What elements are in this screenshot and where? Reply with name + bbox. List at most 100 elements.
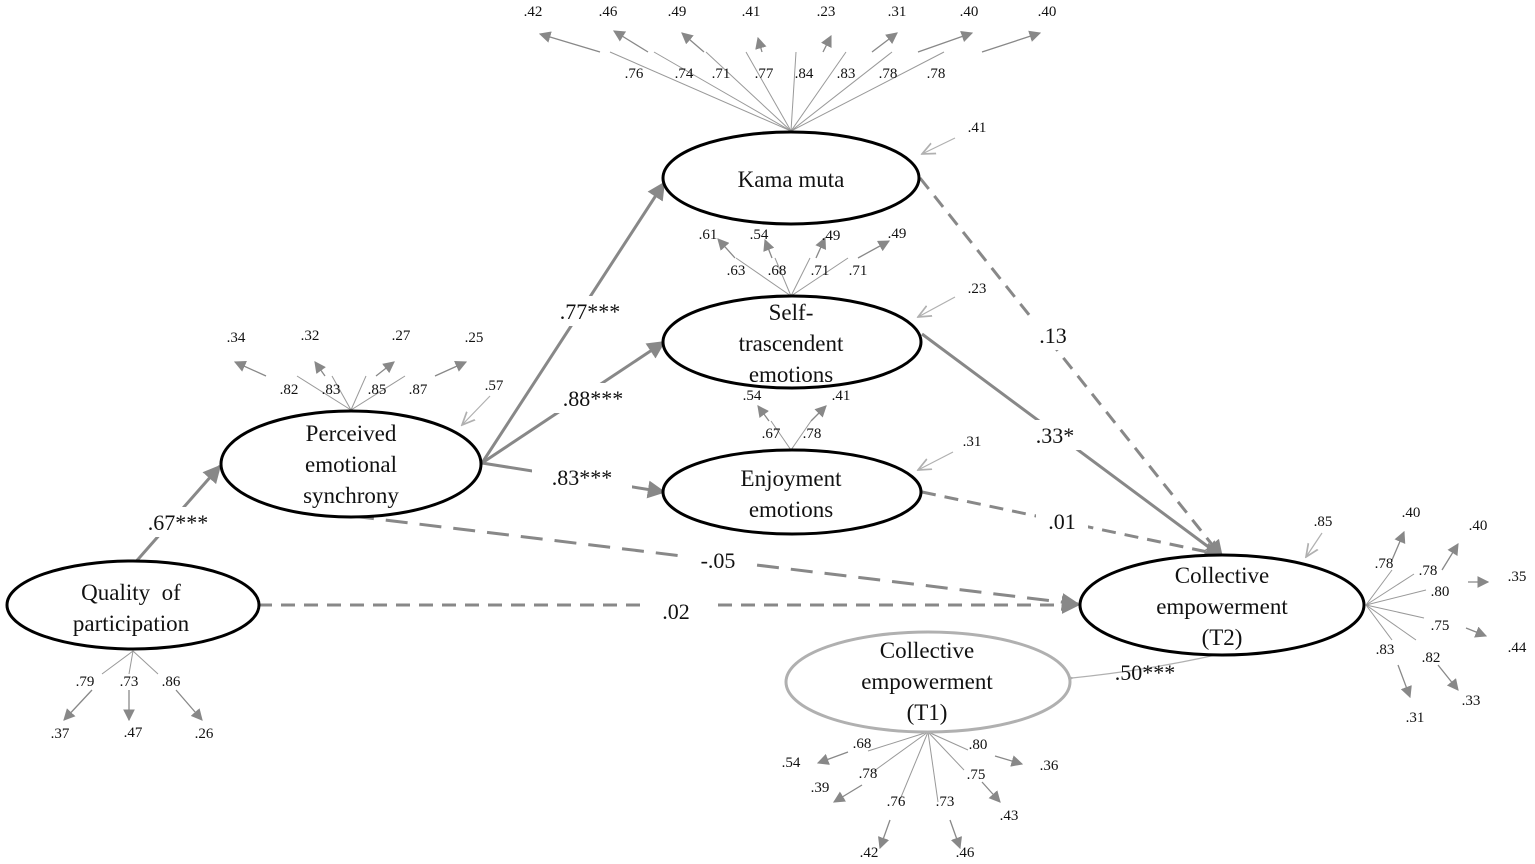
node-label-enjoy-1: Enjoyment [741,466,843,491]
error-label-empowerment_t1: .39 [811,780,830,796]
error-arrow-empowerment_t1 [994,755,1024,767]
node-label-self-2: trascendent [739,331,844,356]
indicator-line-kama_muta [790,51,945,132]
indicator-line-empowerment_t1 [898,731,929,803]
indicator-line-empowerment_t2 [1365,604,1393,641]
error-label-self_transcendent: .49 [822,228,841,244]
residual-self-transcendent: .23 [968,281,987,297]
residual-perceived-synchrony: .57 [485,378,504,394]
indicator-line-kama_muta [653,51,792,132]
error-label-empowerment_t2: .44 [1508,640,1527,656]
error-label-empowerment_t2: .31 [1406,710,1425,726]
error-arrow-perceived_synchrony [233,361,267,377]
latent-empowerment-t2 [1078,553,1366,657]
residual-enjoyment: .31 [963,434,982,450]
label-quality-to-perceived: .67*** [148,510,209,535]
error-label-quality_participation: .37 [51,726,70,742]
error-arrow-kama_muta [613,30,649,53]
loading-label-kama_muta: .84 [795,66,814,82]
residual-arrow-self [918,296,956,317]
indicator-line-perceived_synchrony [350,375,367,411]
error-arrow-quality_participation [175,689,203,721]
node-label-perceived-3: synchrony [303,483,399,508]
error-arrow-self_transcendent [815,236,827,259]
loading-label-kama_muta: .76 [625,66,644,82]
error-arrow-empowerment_t1 [981,781,1001,803]
label-perceived-to-self: .88*** [563,386,624,411]
node-label-kama-1: Kama muta [738,167,845,192]
loading-label-empowerment_t1: .75 [967,767,986,783]
indicator-line-empowerment_t2 [1365,604,1417,641]
error-label-kama_muta: .40 [960,4,979,20]
error-arrow-kama_muta [871,32,898,53]
error-label-kama_muta: .40 [1038,4,1057,20]
path-enjoy-to-emp2 [921,490,1224,561]
residuals: .41 .23 .31 .57 .85 [462,120,1332,557]
loading-label-perceived_synchrony: .85 [368,382,387,398]
node-label-perceived-2: emotional [305,452,397,477]
path-labels: .67*** .77*** .88*** .83*** .13 .33* .01… [148,299,1176,685]
node-label-self-3: emotions [749,362,833,387]
loading-label-kama_muta: .83 [837,66,856,82]
error-label-empowerment_t1: .36 [1040,758,1059,774]
error-arrow-empowerment_t1 [949,819,962,850]
loading-label-self_transcendent: .71 [849,263,868,279]
node-label-emp1-3: (T1) [907,700,948,725]
residual-kama-muta: .41 [968,120,987,136]
node-label-quality-1: Quality of [81,580,181,605]
indicator-line-perceived_synchrony [331,375,352,411]
indicator-line-empowerment_t2 [1365,604,1425,619]
error-label-kama_muta: .31 [888,4,907,20]
label-quality-to-emp2: .02 [662,599,690,624]
loading-label-kama_muta: .77 [755,66,774,82]
path-perceived-to-emp2 [351,514,1080,611]
loading-label-empowerment_t2: .80 [1431,584,1450,600]
residual-empowerment-t2: .85 [1314,514,1333,530]
error-arrow-perceived_synchrony [314,361,326,377]
indicator-line-kama_muta [609,51,792,132]
node-label-quality-2: participation [73,611,190,636]
error-label-self_transcendent: .61 [699,227,718,243]
error-label-quality_participation: .26 [195,726,214,742]
error-label-empowerment_t2: .33 [1462,693,1481,709]
error-label-self_transcendent: .54 [750,227,769,243]
indicator-line-empowerment_t1 [867,731,929,752]
loading-label-empowerment_t1: .76 [887,794,906,810]
indicator-fans: .76.74.71.77.84.83.78.78.42.46.49.41.23.… [51,4,1527,861]
indicator-line-empowerment_t2 [1365,573,1415,606]
error-arrow-kama_muta [821,34,832,53]
indicator-line-quality_participation [128,650,134,675]
error-label-perceived_synchrony: .27 [392,328,411,344]
loading-label-quality_participation: .73 [120,674,139,690]
loading-label-empowerment_t2: .78 [1375,556,1394,572]
error-arrow-empowerment_t2 [1441,543,1459,571]
loading-label-empowerment_t2: .78 [1419,563,1438,579]
error-label-empowerment_t2: .35 [1508,569,1527,585]
indicator-line-empowerment_t1 [927,731,969,751]
error-arrow-kama_muta [681,32,705,53]
node-label-emp2-1: Collective [1175,563,1270,588]
latent-enjoyment [661,448,923,536]
loading-label-kama_muta: .74 [675,66,694,82]
error-label-kama_muta: .46 [599,4,618,20]
indicator-line-self_transcendent [790,257,849,297]
error-label-enjoyment: .54 [743,388,762,404]
path-label-masks [130,296,1088,626]
error-arrow-enjoyment [810,405,827,422]
error-arrow-empowerment_t2 [1465,626,1488,638]
error-label-perceived_synchrony: .25 [465,330,484,346]
error-label-enjoyment: .41 [832,388,851,404]
error-arrow-empowerment_t1 [832,784,863,803]
error-arrow-empowerment_t1 [878,819,891,850]
indicator-line-self_transcendent [774,257,792,297]
error-arrow-self_transcendent [763,238,775,259]
label-enjoy-to-emp2: .01 [1048,509,1076,534]
residual-arrow-enjoy [918,451,954,470]
indicator-line-self_transcendent [735,257,792,297]
error-arrow-perceived_synchrony [375,361,395,377]
loading-label-empowerment_t2: .83 [1376,642,1395,658]
error-label-self_transcendent: .49 [888,226,907,242]
node-label-emp2-3: (T2) [1202,625,1243,650]
indicator-line-enjoyment [790,420,812,451]
